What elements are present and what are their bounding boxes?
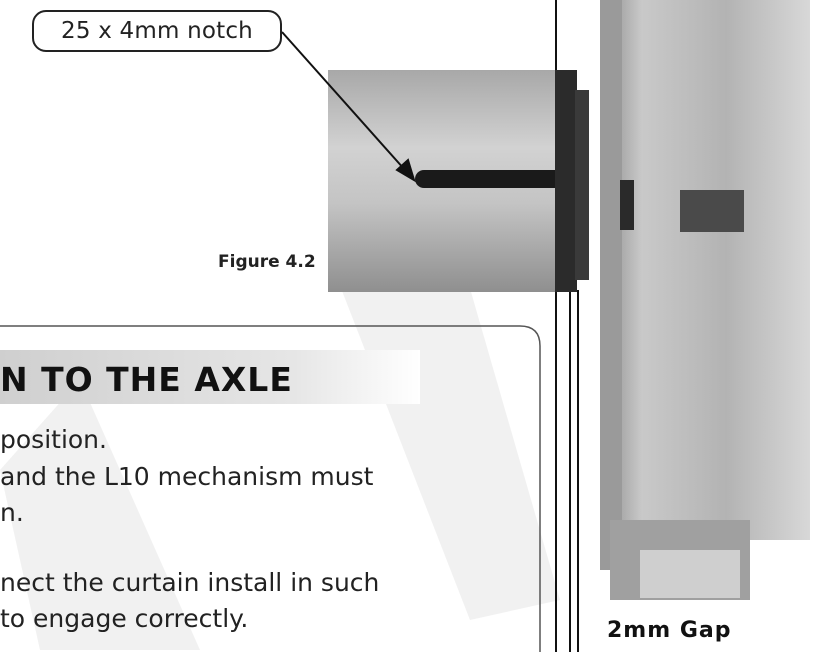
section-box-outline	[0, 325, 541, 652]
section-heading: N TO THE AXLE	[0, 360, 293, 399]
instruction-line: and the L10 mechanism must	[0, 462, 374, 491]
heading-band	[0, 350, 420, 404]
mechanism-disc	[555, 70, 589, 292]
notch-callout-label: 25 x 4mm notch	[32, 10, 282, 52]
mounting-bracket	[600, 0, 810, 600]
instruction-line: to engage correctly.	[0, 604, 249, 633]
gap-measurement-label: 2mm Gap	[607, 618, 732, 643]
instruction-line: position.	[0, 425, 107, 454]
instruction-line: n.	[0, 498, 24, 527]
callout-arrow	[281, 31, 416, 183]
instruction-line: nect the curtain install in such	[0, 568, 380, 597]
figure-caption: Figure 4.2	[218, 252, 316, 272]
notch-slot	[415, 170, 565, 188]
